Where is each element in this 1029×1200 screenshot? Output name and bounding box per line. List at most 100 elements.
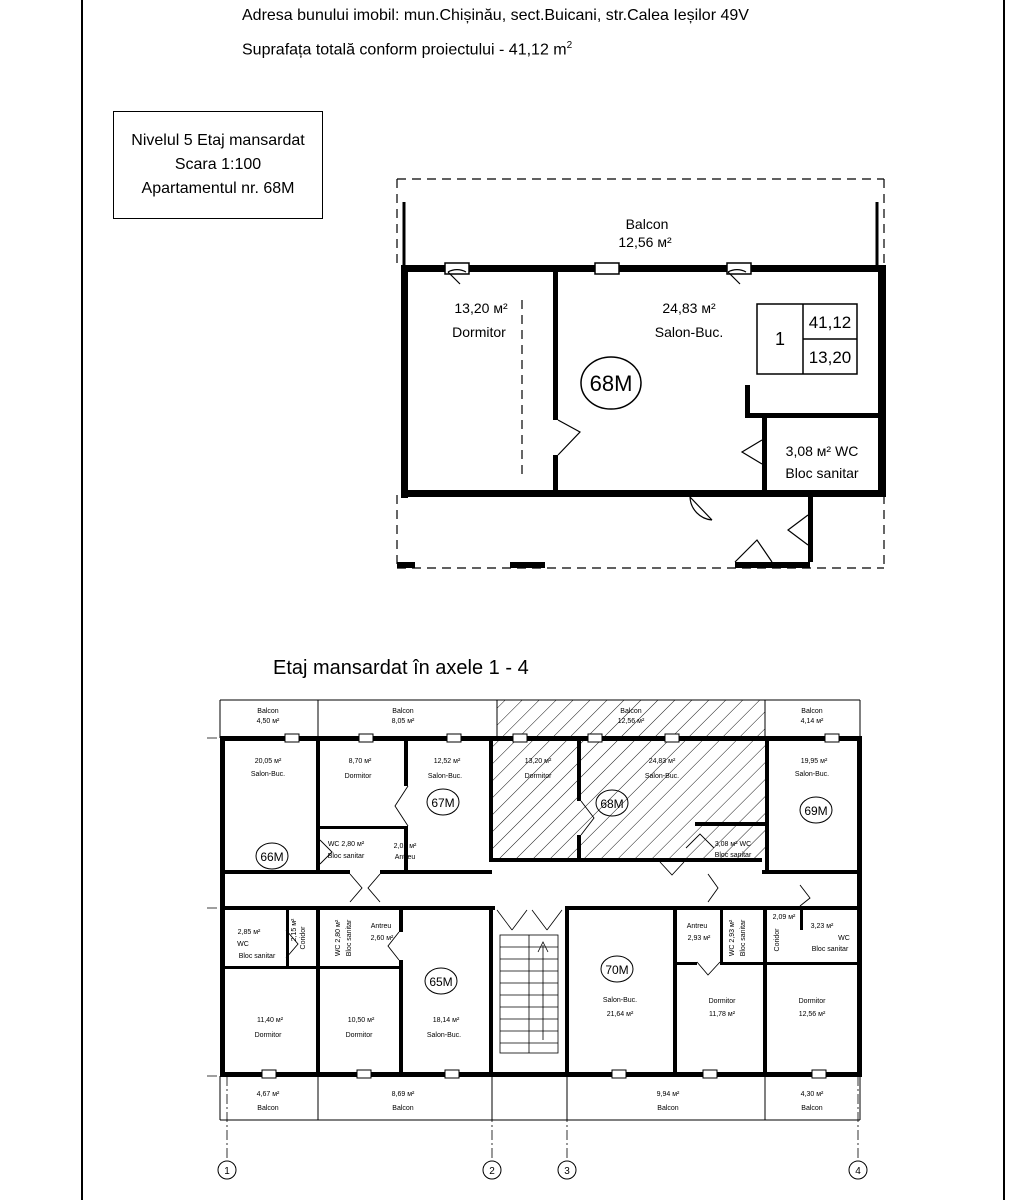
badge-66m: 66M [260, 850, 283, 864]
r67-wc-label: Bloc sanitar [328, 853, 365, 860]
balcony-top-4-word: Balcon [801, 708, 823, 715]
page-frame-right [1003, 0, 1005, 1200]
overview-title: Etaj mansardat în axele 1 - 4 [273, 657, 529, 679]
r68-salon: Salon-Buc. [645, 773, 679, 780]
r67-antreu-area: 2,01 м² [394, 843, 417, 850]
balcony-bottom-1-area: 4,67 м² [257, 1091, 280, 1098]
detail-doors [447, 268, 809, 563]
page-frame-left [81, 0, 83, 1200]
r68-salon-area: 24,83 м² [649, 758, 676, 765]
area-table-number: 1 [775, 329, 785, 349]
detail-wc-area: 3,08 м² WC [786, 443, 859, 459]
overview-room-labels-lower: 2,85 м² WC Bloc sanitar Coridor 2,15 м² … [237, 914, 850, 1039]
r65-salon-area: 18,14 м² [433, 1017, 460, 1024]
axis-3: 3 [564, 1166, 570, 1177]
area-text: Suprafața totală conform proiectului - 4… [242, 41, 567, 59]
overview-apt-badges [255, 788, 833, 995]
balcony-bottom-1-word: Balcon [257, 1105, 279, 1112]
axis-4: 4 [855, 1166, 861, 1177]
detail-salon-label: Salon-Buc. [655, 324, 723, 340]
balcony-top-3-word: Balcon [620, 708, 642, 715]
overview-doors [285, 785, 811, 976]
detail-dormitor-area: 13,20 м² [454, 300, 508, 316]
balcony-top-2-area: 8,05 м² [392, 718, 415, 725]
balcony-top-3-area: 12,56 м² [618, 718, 645, 725]
address-value: mun.Chișinău, sect.Buicani, str.Calea Ie… [403, 7, 749, 24]
detail-apt-badge: 68M [590, 371, 633, 396]
area-table [756, 303, 858, 375]
r67-salon: Salon-Buc. [428, 773, 462, 780]
balcony-bottom-4-word: Balcon [801, 1105, 823, 1112]
apartment-label: Apartamentul nr. 68M [141, 180, 295, 197]
balcony-bottom-4-area: 4,30 м² [801, 1091, 824, 1098]
badge-65m: 65M [429, 975, 452, 989]
r66-dorm-area: 11,40 м² [257, 1017, 284, 1024]
r70-wc: WC 2,93 м² [729, 919, 736, 956]
r65-antreu: Antreu [371, 923, 392, 930]
detail-dormitor-label: Dormitor [452, 324, 506, 340]
overview-walls [220, 736, 862, 1077]
r65-dorm-area: 10,50 м² [348, 1017, 375, 1024]
area-table-living: 13,20 [809, 348, 852, 367]
balcony-bottom-2-word: Balcon [392, 1105, 414, 1112]
r68-dorm-area: 13,20 м² [525, 758, 552, 765]
r69-wc-label: Bloc sanitar [812, 946, 849, 953]
r69-salon-area: 19,95 м² [801, 758, 828, 765]
r68-wc: 3,08 м² WC [715, 841, 751, 848]
scale-label: Scara 1:100 [174, 156, 262, 173]
area-sup: 2 [566, 40, 573, 51]
detail-apt-badge-circle [580, 356, 642, 410]
r67-dorm: Dormitor [345, 773, 373, 780]
r66-dorm: Dormitor [255, 1032, 283, 1039]
axis-2: 2 [489, 1166, 495, 1177]
badge-70m: 70M [605, 963, 628, 977]
r69-wc: WC [838, 935, 850, 942]
r68-wc-label: Bloc sanitar [715, 852, 752, 859]
balcony-top-4-area: 4,14 м² [801, 718, 824, 725]
r69-coridor-area: 2,09 м² [773, 914, 796, 921]
overview-top-balcony-labels: Balcon 4,50 м² Balcon 8,05 м² Balcon 12,… [257, 708, 824, 725]
balcony-top-1-word: Balcon [257, 708, 279, 715]
level-label: Nivelul 5 Etaj mansardat [131, 132, 305, 149]
r65-wc-label: Bloc sanitar [346, 919, 353, 956]
info-box: Nivelul 5 Etaj mansardat Scara 1:100 Apa… [113, 111, 323, 219]
r68-dorm: Dormitor [525, 773, 553, 780]
r70-antreu-area: 2,93 м² [688, 935, 711, 942]
r65-wc: WC 2,80 м² [335, 919, 342, 956]
address-label: Adresa bunului imobil: [242, 7, 400, 24]
axis-1: 1 [224, 1166, 230, 1177]
balcony-bottom-3-word: Balcon [657, 1105, 679, 1112]
r70-antreu: Antreu [687, 923, 708, 930]
badge-68m: 68M [600, 797, 623, 811]
area-line: Suprafața totală conform proiectului - 4… [242, 40, 572, 59]
r67-dorm-area: 8,70 м² [349, 758, 372, 765]
detail-walls [397, 265, 886, 568]
r66-wc-area: 2,85 м² [238, 929, 261, 936]
r67-wc: WC 2,80 м² [328, 841, 365, 848]
r70-dorm: Dormitor [709, 998, 737, 1005]
balcony-top-2-word: Balcon [392, 708, 414, 715]
r65-antreu-area: 2,60 м² [371, 935, 394, 942]
balcony-bottom-2-area: 8,69 м² [392, 1091, 415, 1098]
r67-salon-area: 12,52 м² [434, 758, 461, 765]
r66-wc-label: Bloc sanitar [239, 953, 276, 960]
r66-coridor: Coridor [300, 926, 307, 950]
r65-salon: Salon-Buc. [427, 1032, 461, 1039]
r66-salon-area: 20,05 м² [255, 758, 282, 765]
detail-salon-area: 24,83 м² [662, 300, 716, 316]
detail-windows [444, 262, 752, 275]
r65-dorm: Dormitor [346, 1032, 374, 1039]
r70-salon: Salon-Buc. [603, 997, 637, 1004]
overview-hatch-68m [492, 700, 767, 862]
r70-dorm-area: 11,78 м² [709, 1011, 736, 1018]
overview-bottom-balcony-labels: 4,67 м² Balcon 8,69 м² Balcon 9,94 м² Ba… [257, 1091, 824, 1112]
r69-salon: Salon-Buc. [795, 771, 829, 778]
balcony-top-1-area: 4,50 м² [257, 718, 280, 725]
detail-wc-label: Bloc sanitar [785, 465, 858, 481]
detail-balcon-label: Balcon [626, 216, 669, 232]
badge-67m: 67M [431, 796, 454, 810]
r66-salon: Salon-Buc. [251, 771, 285, 778]
r69-dorm: Dormitor [799, 998, 827, 1005]
axis-markers [217, 1160, 868, 1180]
